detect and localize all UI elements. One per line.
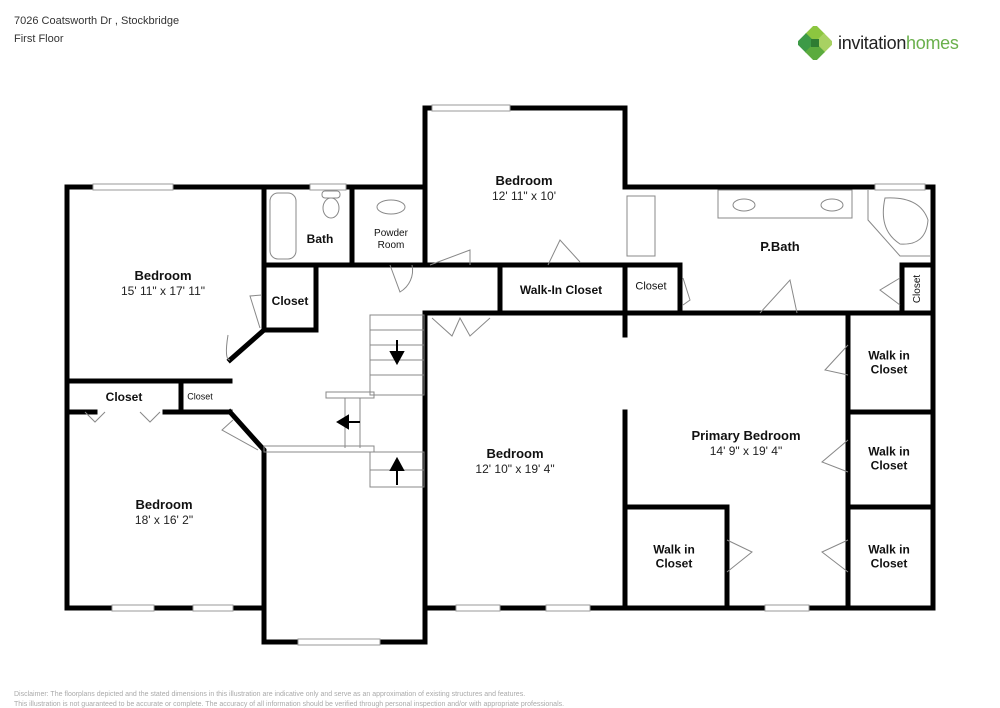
room-closet-pbath-right: Closet <box>912 274 923 304</box>
room-p-bath: P.Bath <box>760 239 800 255</box>
room-walk-in-closet-top: Walk-In Closet <box>519 282 603 297</box>
property-address: 7026 Coatsworth Dr , Stockbridge <box>14 15 180 27</box>
room-powder-room: Powder Room <box>374 228 408 251</box>
room-closet-west: Closet <box>105 389 143 404</box>
room-walk-in-3: Walk in Closet <box>868 542 910 571</box>
disclaimer-line-1: Disclaimer: The floorplans depicted and … <box>14 691 526 698</box>
room-closet-west-small: Closet <box>187 391 213 402</box>
room-walk-in-2: Walk in Closet <box>868 444 910 473</box>
floor-label: First Floor <box>14 33 64 45</box>
room-bath: Bath <box>306 231 334 246</box>
logo-wordmark: invitationhomes <box>838 32 959 53</box>
room-closet-hall: Closet <box>271 293 309 308</box>
room-walk-in-1: Walk in Closet <box>868 348 910 377</box>
disclaimer-line-2: This illustration is not guaranteed to b… <box>14 701 565 708</box>
clover-logo-icon <box>798 26 832 60</box>
invitation-homes-logo: invitationhomes <box>798 26 959 60</box>
room-closet-pbath: Closet <box>635 280 667 293</box>
room-walk-in-4: Walk in Closet <box>653 542 695 571</box>
